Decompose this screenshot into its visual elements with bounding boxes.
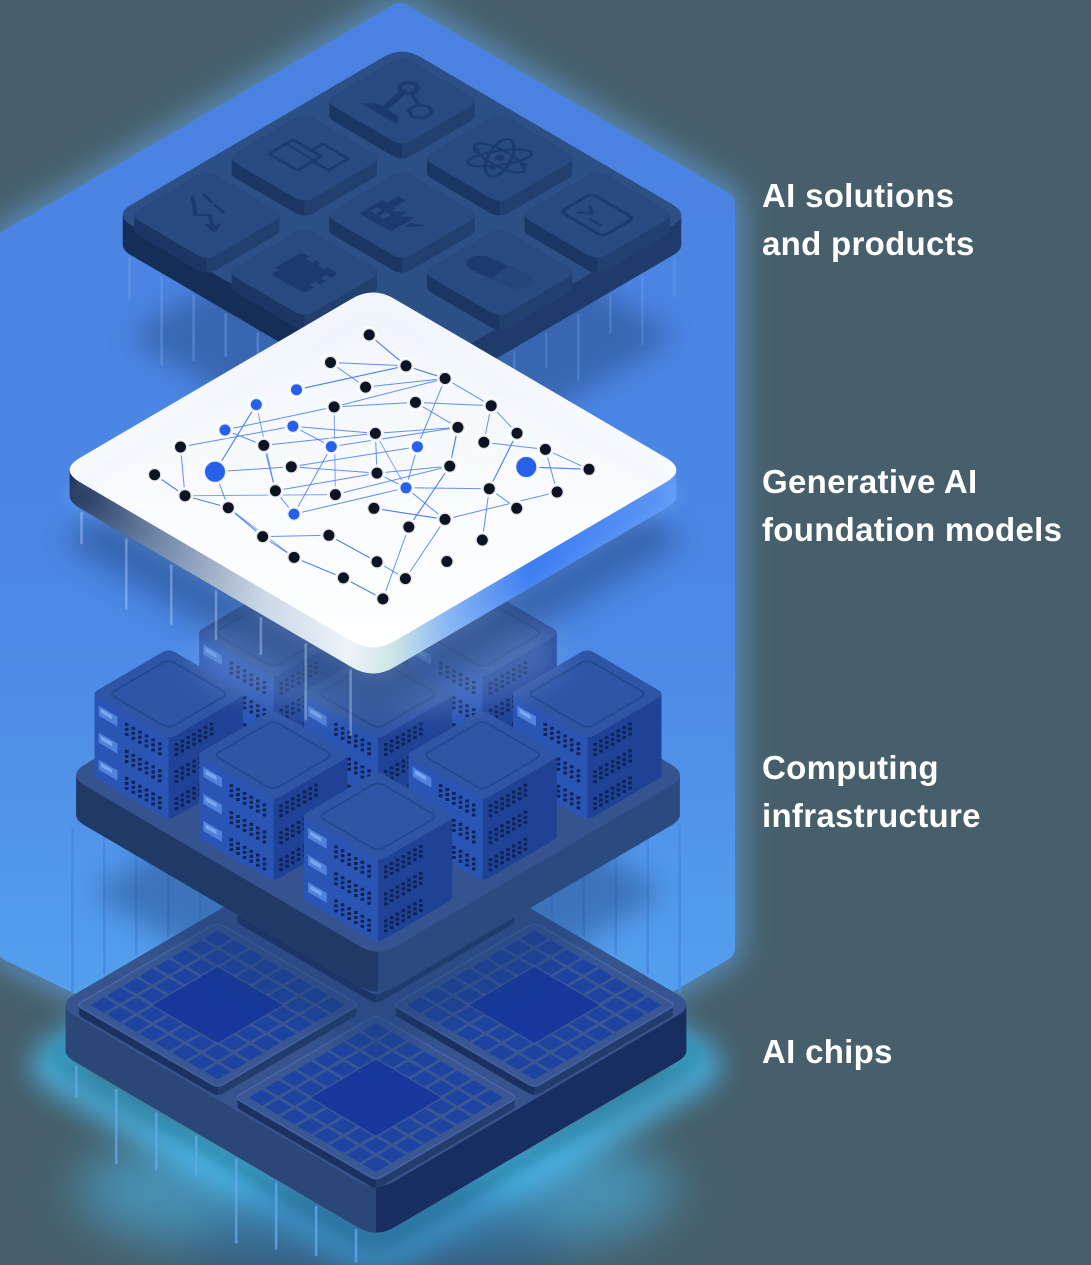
robot-arm-icon — [360, 81, 434, 125]
app-tile — [329, 58, 475, 159]
ai-chip — [236, 1015, 516, 1188]
app-tile — [524, 172, 670, 273]
trend-chart-icon — [190, 193, 226, 232]
layer-models — [66, 292, 680, 736]
connector-pins — [75, 1065, 358, 1263]
network-edges — [154, 334, 590, 600]
documents-icon — [267, 139, 350, 171]
atom-icon — [465, 138, 534, 178]
neural-network — [146, 326, 598, 608]
server-rack — [303, 773, 453, 941]
cpu-chip-icon — [259, 253, 337, 293]
layer-solutions — [122, 51, 682, 493]
connector-pins — [80, 511, 352, 736]
terminal-icon — [561, 194, 634, 236]
pill-icon — [466, 255, 533, 289]
network-nodes — [146, 326, 598, 608]
app-tile — [134, 172, 280, 273]
app-tile — [426, 115, 573, 216]
